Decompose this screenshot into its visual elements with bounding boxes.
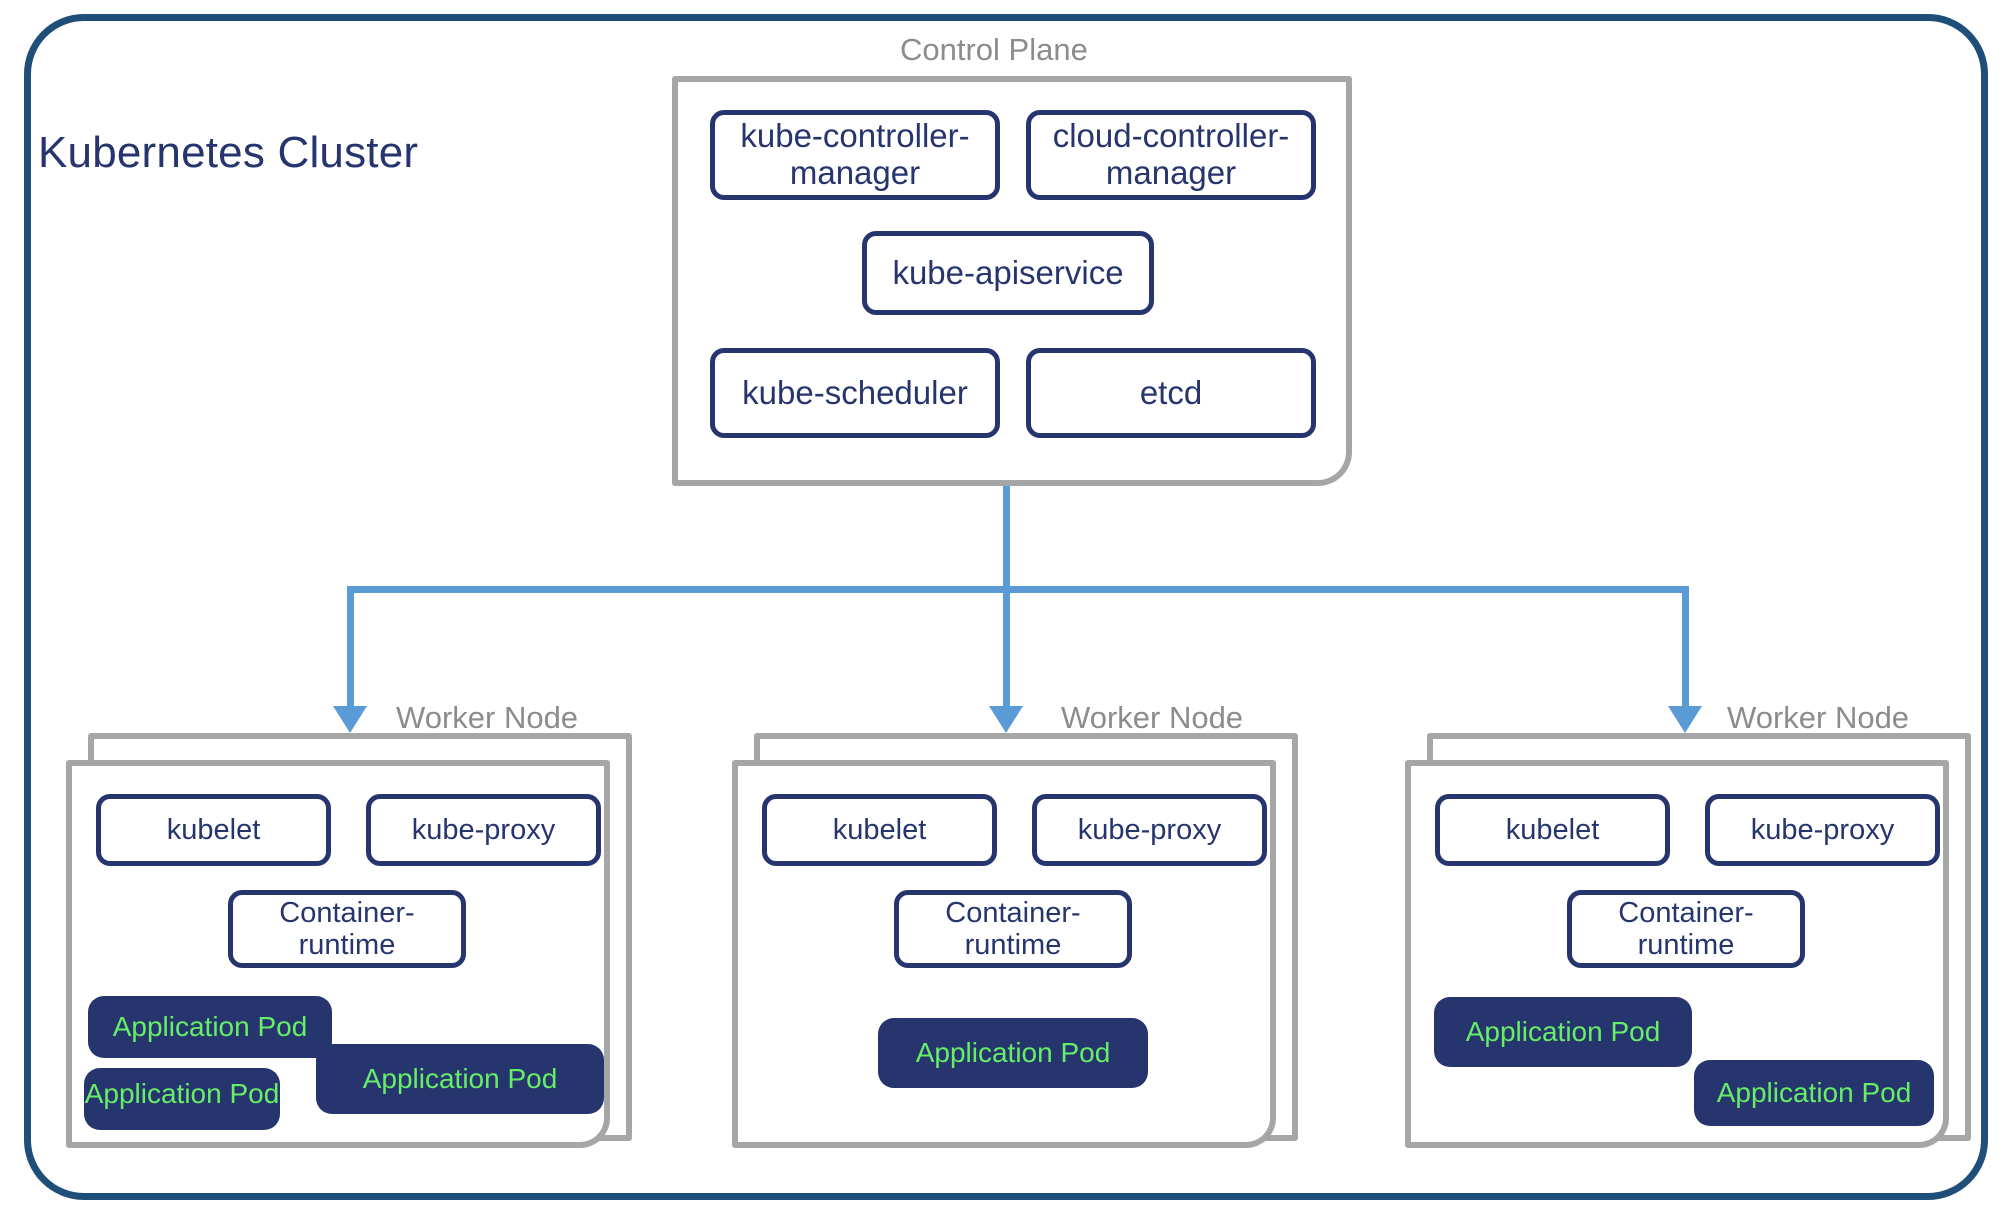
worker-node-3-pod-2[interactable]: Application Pod bbox=[1694, 1060, 1934, 1126]
pod-label: Application Pod bbox=[1716, 1076, 1912, 1108]
pod-label: Application Pod bbox=[112, 1010, 308, 1042]
worker-node-3-kubelet[interactable]: kubelet bbox=[1435, 794, 1670, 866]
component-label: kubelet bbox=[1505, 813, 1600, 846]
component-label: kube-proxy bbox=[411, 813, 556, 846]
worker-node-1-kube-proxy[interactable]: kube-proxy bbox=[366, 794, 601, 866]
worker-node-1-kubelet[interactable]: kubelet bbox=[96, 794, 331, 866]
component-cloud-controller-manager[interactable]: cloud-controller-manager bbox=[1026, 110, 1316, 200]
pod-label: Application Pod bbox=[84, 1078, 280, 1109]
component-label: kubelet bbox=[166, 813, 261, 846]
worker-node-2-kubelet[interactable]: kubelet bbox=[762, 794, 997, 866]
component-label: Container-runtime bbox=[945, 896, 1081, 961]
connector-horizontal-bus bbox=[347, 586, 1689, 593]
component-kube-apiservice[interactable]: kube-apiservice bbox=[862, 231, 1154, 315]
worker-node-3-container-runtime[interactable]: Container-runtime bbox=[1567, 890, 1805, 968]
pod-label: Application Pod bbox=[1465, 1015, 1661, 1047]
worker-node-1-container-runtime[interactable]: Container-runtime bbox=[228, 890, 466, 968]
connector-branch-left bbox=[347, 586, 354, 710]
connector-branch-right bbox=[1682, 586, 1689, 710]
worker-node-2-container-runtime[interactable]: Container-runtime bbox=[894, 890, 1132, 968]
page-title: Kubernetes Cluster bbox=[38, 128, 419, 177]
connector-trunk-vertical bbox=[1003, 486, 1010, 591]
pod-label: Application Pod bbox=[915, 1036, 1111, 1068]
component-kube-controller-manager[interactable]: kube-controller-manager bbox=[710, 110, 1000, 200]
connector-branch-center bbox=[1003, 586, 1010, 710]
component-label: etcd bbox=[1139, 373, 1203, 411]
component-label: Container-runtime bbox=[279, 896, 415, 961]
worker-node-2-pod-1[interactable]: Application Pod bbox=[878, 1018, 1148, 1088]
arrow-head-left bbox=[333, 706, 367, 733]
control-plane-label: Control Plane bbox=[900, 32, 1088, 67]
component-etcd[interactable]: etcd bbox=[1026, 348, 1316, 438]
component-label: kube-controller-manager bbox=[740, 117, 970, 191]
arrow-head-center bbox=[989, 706, 1023, 733]
worker-node-1-pod-3[interactable]: Application Pod bbox=[316, 1044, 604, 1114]
worker-node-2-label: Worker Node bbox=[1061, 700, 1244, 735]
worker-node-3-kube-proxy[interactable]: kube-proxy bbox=[1705, 794, 1940, 866]
worker-node-1-label: Worker Node bbox=[396, 700, 579, 735]
component-label: kube-proxy bbox=[1750, 813, 1895, 846]
component-label: cloud-controller-manager bbox=[1052, 117, 1290, 191]
component-label: kube-apiservice bbox=[892, 253, 1124, 291]
component-label: kubelet bbox=[832, 813, 927, 846]
worker-node-2-kube-proxy[interactable]: kube-proxy bbox=[1032, 794, 1267, 866]
arrow-head-right bbox=[1668, 706, 1702, 733]
pod-label: Application Pod bbox=[362, 1062, 558, 1094]
worker-node-1-pod-1[interactable]: Application Pod bbox=[88, 996, 332, 1058]
worker-node-1-pod-2[interactable]: Application Pod bbox=[84, 1068, 280, 1130]
component-label: kube-proxy bbox=[1077, 813, 1222, 846]
component-kube-scheduler[interactable]: kube-scheduler bbox=[710, 348, 1000, 438]
worker-node-3-pod-1[interactable]: Application Pod bbox=[1434, 997, 1692, 1067]
component-label: kube-scheduler bbox=[742, 373, 968, 411]
worker-node-3-label: Worker Node bbox=[1727, 700, 1910, 735]
component-label: Container-runtime bbox=[1618, 896, 1754, 961]
